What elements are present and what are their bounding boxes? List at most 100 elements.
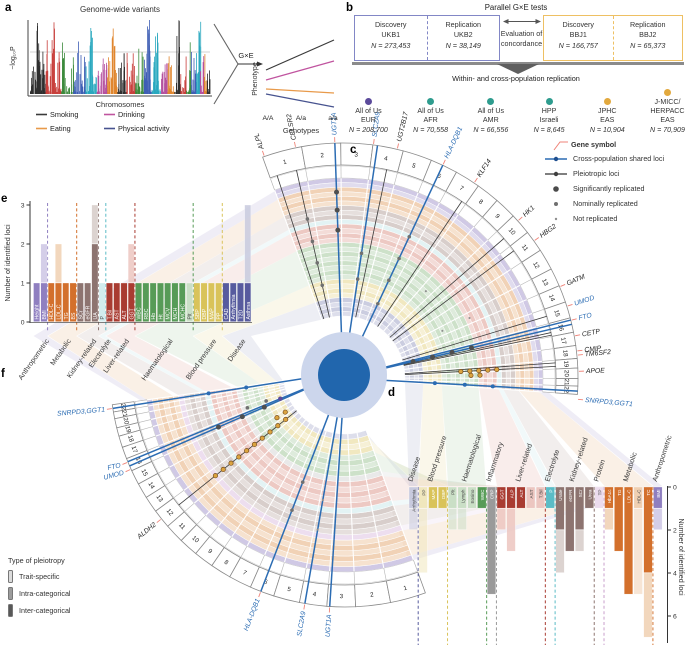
chromosome-number: 12 [165,508,175,518]
interaction-line-Smoking [265,39,335,71]
d-tick-label: 4 [673,570,677,577]
manhattan-point [131,63,133,94]
outer-band-tick [270,178,275,191]
manhattan-point [129,76,130,94]
bar-label-BS: BS [71,312,77,319]
manhattan-point [174,92,176,94]
gene-connector [122,462,128,465]
manhattan-point [189,70,190,94]
manhattan-point [111,78,113,94]
cohort-dot-icon [545,97,553,105]
manhattan-point [60,88,62,94]
outer-band-tick [328,571,330,584]
chromosome-spoke [205,416,303,516]
manhattan-peak [51,40,53,94]
bar-Urate [555,529,565,573]
ribbon-Blood pressure [193,284,318,336]
cohort-dot-icon [603,97,611,105]
replication-dot-sig [216,424,221,430]
manhattan-point [46,90,47,94]
bar-Arrhythmia [408,486,418,509]
bar-HbA1c [604,508,614,530]
bar-label-ALT: ALT [519,489,524,497]
outer-band-tick [147,445,160,451]
cohort-name-line: EAS [600,116,615,125]
manhattan-point [136,75,138,94]
bbj1-n: N = 166,757 [558,40,598,50]
ribbon-Disease [404,381,424,486]
double-arrow-icon [502,19,541,24]
manhattan-point [66,91,68,94]
bar-label-Urea: Urea [588,489,593,499]
line-blue-icon [545,156,567,161]
gene-connector [474,177,478,183]
legend-item-dot-large: Significantly replicated [543,181,685,196]
manhattan-point [201,91,203,94]
line-black-icon [545,171,567,176]
manhattan-point [88,61,90,94]
replication-dot-gold [267,429,273,435]
manhattan-point [35,89,37,94]
manhattan-point [203,56,205,94]
manhattan-point [115,70,116,94]
manhattan-point [71,68,72,94]
manhattan-point [186,90,187,94]
manhattan-point [209,79,211,94]
replication-dot-purple [278,396,283,401]
replication-dot-nom [305,217,310,221]
cohort-name-line: J-MICC/ [654,97,681,106]
manhattan-point [208,91,210,94]
gene-label-ALDH2: ALDH2 [135,521,157,541]
manhattan-point [172,86,174,94]
replication-dot-gold [212,473,218,479]
locus-line-SNRPD3,GGT1 [112,374,326,410]
manhattan-point [131,84,133,94]
legend-item-dot-medium: Nominally replicated [543,196,685,211]
gene-label-SNRPD3,GGT1: SNRPD3,GGT1 [585,397,634,408]
cohort-name-line: All of Us [355,106,382,115]
manhattan-point [166,63,168,94]
manhattan-point [187,92,189,94]
bar-LDL-C [55,243,62,283]
manhattan-point [68,88,70,94]
chromosome-number: 3 [340,593,344,600]
manhattan-point [68,88,69,94]
manhattan-point [84,67,86,94]
pleiotropy-swatch-icon [8,587,13,600]
gene-label-CMIP: CMIP [584,345,602,354]
bar-label-ALT: ALT [122,310,128,320]
gxe-fork [213,23,239,105]
manhattan-point [174,91,176,94]
manhattan-peak [92,37,93,94]
outer-band-tick [532,309,544,314]
manhattan-point [167,92,169,94]
bar-MCH [171,282,179,322]
ukb1-name: UKB1 [381,30,401,40]
manhattan-point [121,92,122,94]
gene-connector [156,519,162,523]
manhattan-point [69,87,70,94]
cohort-n: N = 208,700 [349,125,388,134]
legend-label: Not replicated [573,214,618,223]
chromosome-spoke [150,386,285,421]
manhattan-point [47,77,48,94]
bar-CAD [222,282,230,322]
chromosome-spoke [397,284,521,350]
bar-BS [69,282,77,322]
chromosome-spoke [155,391,287,437]
replication-dot-nom [300,480,305,484]
replication-dot-sig [469,345,475,351]
bar-MAP [428,486,438,509]
manhattan-point [105,84,107,94]
bar-ALP [506,486,516,509]
bar-PP [418,508,428,573]
chromosome-spoke [328,433,341,572]
bar-label-TG: TG [617,489,622,496]
outer-band-tick [140,426,153,431]
bar-Plt [447,508,457,530]
outer-band-tick [259,554,265,567]
replication-dot-not [424,290,427,293]
manhattan-point [115,91,117,94]
outer-band-tick [158,467,170,474]
replication-dot-gold [274,415,280,421]
